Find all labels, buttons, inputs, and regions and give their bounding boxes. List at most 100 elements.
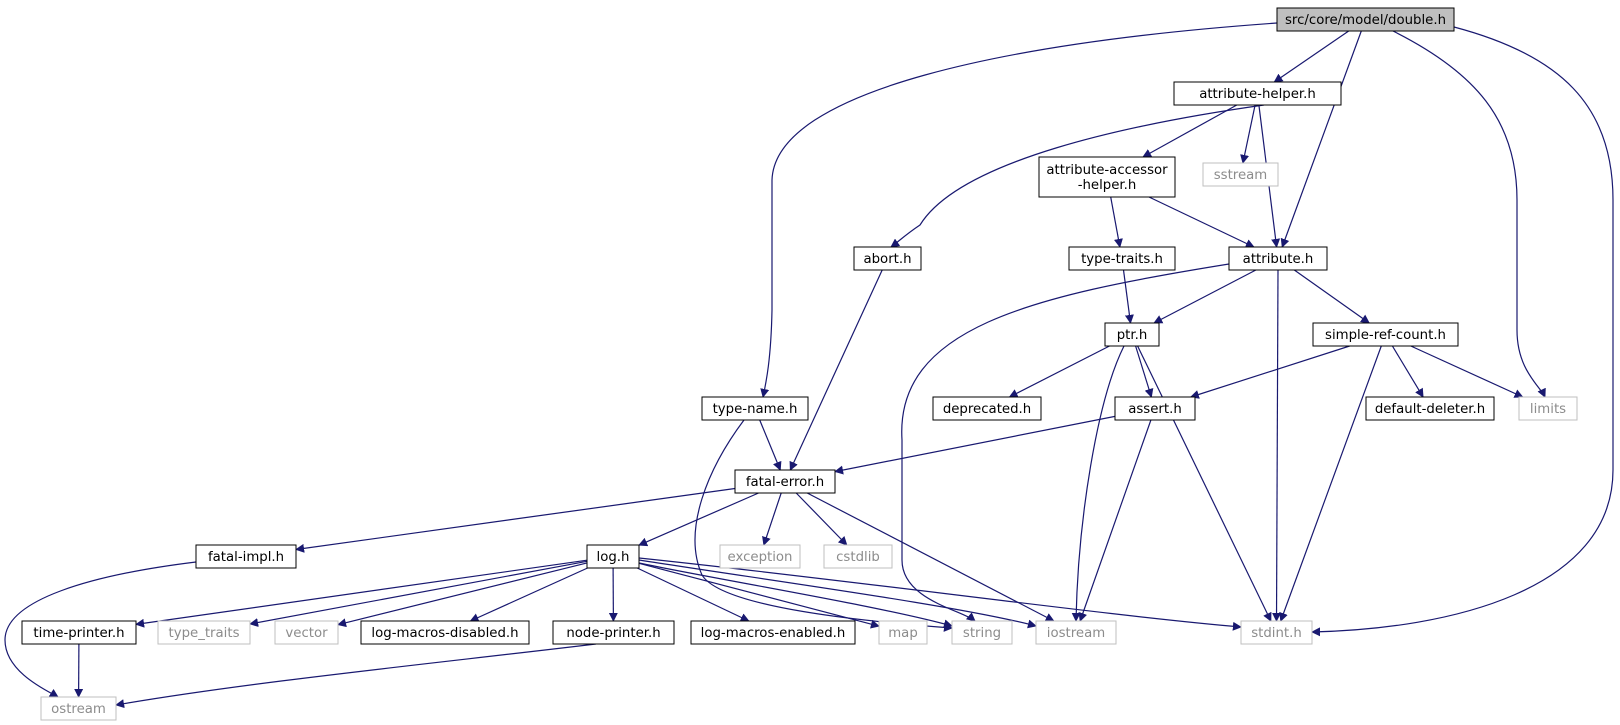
edge-simple-ref-count-to-default-deleter [1391,345,1424,398]
edge-log-to-iostream [638,559,1037,629]
edge-log-to-string [638,562,953,629]
edge-fatal-error-to-log [638,492,759,547]
node-label: string [963,626,1001,641]
edge-ptr-to-iostream [1071,345,1125,622]
node-exception[interactable]: exception [719,544,801,569]
node-box [823,544,893,569]
edge-attribute-accessor-helper-to-attribute [1148,196,1255,248]
node-label: attribute-accessor [1046,163,1168,178]
edge-simple-ref-count-to-stdint [1279,345,1382,622]
node-node-printer[interactable]: node-printer.h [552,620,675,645]
edge-ptr-to-deprecated [1008,345,1110,398]
edge-log-to-map [638,562,880,629]
node-box [1202,162,1279,187]
edge-log-to-time-printer [135,559,588,628]
node-ptr[interactable]: ptr.h [1104,322,1160,347]
node-box [853,246,922,271]
node-box [1104,322,1160,347]
edge-attribute-to-string [901,263,1230,622]
node-label: stdint.h [1251,626,1302,641]
node-attribute[interactable]: attribute.h [1228,246,1328,271]
node-box [195,544,297,569]
node-fatal-error[interactable]: fatal-error.h [734,469,836,494]
node-assert[interactable]: assert.h [1114,396,1196,421]
edge-double-to-stdint [1311,26,1614,637]
node-sstream[interactable]: sstream [1202,162,1279,187]
node-type-name[interactable]: type-name.h [701,396,809,421]
node-box [951,620,1013,645]
node-label: ptr.h [1117,328,1148,343]
node-label: -helper.h [1078,178,1137,193]
node-box [40,696,117,721]
node-map[interactable]: map [878,620,928,645]
edge-attribute-accessor-helper-to-type-traits [1110,196,1123,248]
node-cstdlib[interactable]: cstdlib [823,544,893,569]
node-fatal-impl[interactable]: fatal-impl.h [195,544,297,569]
node-type-traits[interactable]: type-traits.h [1068,246,1176,271]
node-box [360,620,530,645]
node-attribute-accessor-helper[interactable]: attribute-accessor-helper.h [1038,156,1176,198]
node-string[interactable]: string [951,620,1013,645]
node-label: fatal-error.h [746,475,824,490]
node-box [1518,396,1578,421]
node-vector[interactable]: vector [274,620,339,645]
nodes-layer: src/core/model/double.h attribute-helper.… [21,7,1578,721]
node-label: abort.h [863,252,911,267]
node-attribute-helper[interactable]: attribute-helper.h [1173,81,1342,106]
edge-double-to-type-name [760,22,1278,398]
node-abort[interactable]: abort.h [853,246,922,271]
edge-type-traits-to-ptr [1122,269,1134,324]
node-label: simple-ref-count.h [1325,328,1446,343]
node-box [1114,396,1196,421]
node-time-printer[interactable]: time-printer.h [21,620,137,645]
node-box [1276,7,1455,32]
edge-log-to-log-macros-enabled [636,567,750,622]
node-ostream[interactable]: ostream [40,696,117,721]
node-box [1035,620,1117,645]
node-label: fatal-impl.h [208,550,284,565]
node-label: exception [728,550,793,565]
edge-double-to-limits [1392,30,1546,398]
node-log-macros-disabled[interactable]: log-macros-disabled.h [360,620,530,645]
edge-attribute-to-stdint [1272,269,1282,622]
edge-attribute-helper-to-sstream [1240,104,1256,164]
node-deprecated[interactable]: deprecated.h [932,396,1042,421]
node-label: log-macros-enabled.h [701,626,846,641]
edge-fatal-error-to-fatal-impl [295,487,736,553]
node-log-macros-enabled[interactable]: log-macros-enabled.h [690,620,856,645]
edge-ptr-to-assert [1135,345,1154,398]
node-default-deleter[interactable]: default-deleter.h [1365,396,1495,421]
node-label: cstdlib [836,550,880,565]
node-label: attribute.h [1243,252,1314,267]
node-double[interactable]: src/core/model/double.h [1276,7,1455,32]
edge-fatal-error-to-cstdlib [795,492,848,546]
edge-simple-ref-count-to-assert [1189,345,1350,399]
edge-ptr-to-stdint [1137,345,1272,622]
node-label: attribute-helper.h [1199,87,1316,102]
node-box [719,544,801,569]
node-label: log.h [597,550,630,565]
node-iostream[interactable]: iostream [1035,620,1117,645]
node-label: log-macros-disabled.h [371,626,518,641]
node-label: iostream [1047,626,1105,641]
node-type_traits[interactable]: type_traits [157,620,251,645]
node-box [274,620,339,645]
node-simple-ref-count[interactable]: simple-ref-count.h [1312,322,1459,347]
node-box [878,620,928,645]
node-label: map [888,626,918,641]
edge-fatal-error-to-exception [762,492,782,546]
edge-simple-ref-count-to-limits [1410,345,1524,398]
edge-attribute-helper-to-abort [890,104,1265,248]
node-log[interactable]: log.h [586,544,640,569]
edge-type-name-to-string [694,419,953,632]
node-label: assert.h [1128,402,1182,417]
node-label: limits [1530,402,1566,417]
node-stdint[interactable]: stdint.h [1240,620,1313,645]
node-label: deprecated.h [943,402,1031,417]
node-label: type-name.h [713,402,798,417]
node-box [1228,246,1328,271]
node-box [1240,620,1313,645]
node-label: type-traits.h [1081,252,1163,267]
node-limits[interactable]: limits [1518,396,1578,421]
node-label: ostream [51,702,106,717]
